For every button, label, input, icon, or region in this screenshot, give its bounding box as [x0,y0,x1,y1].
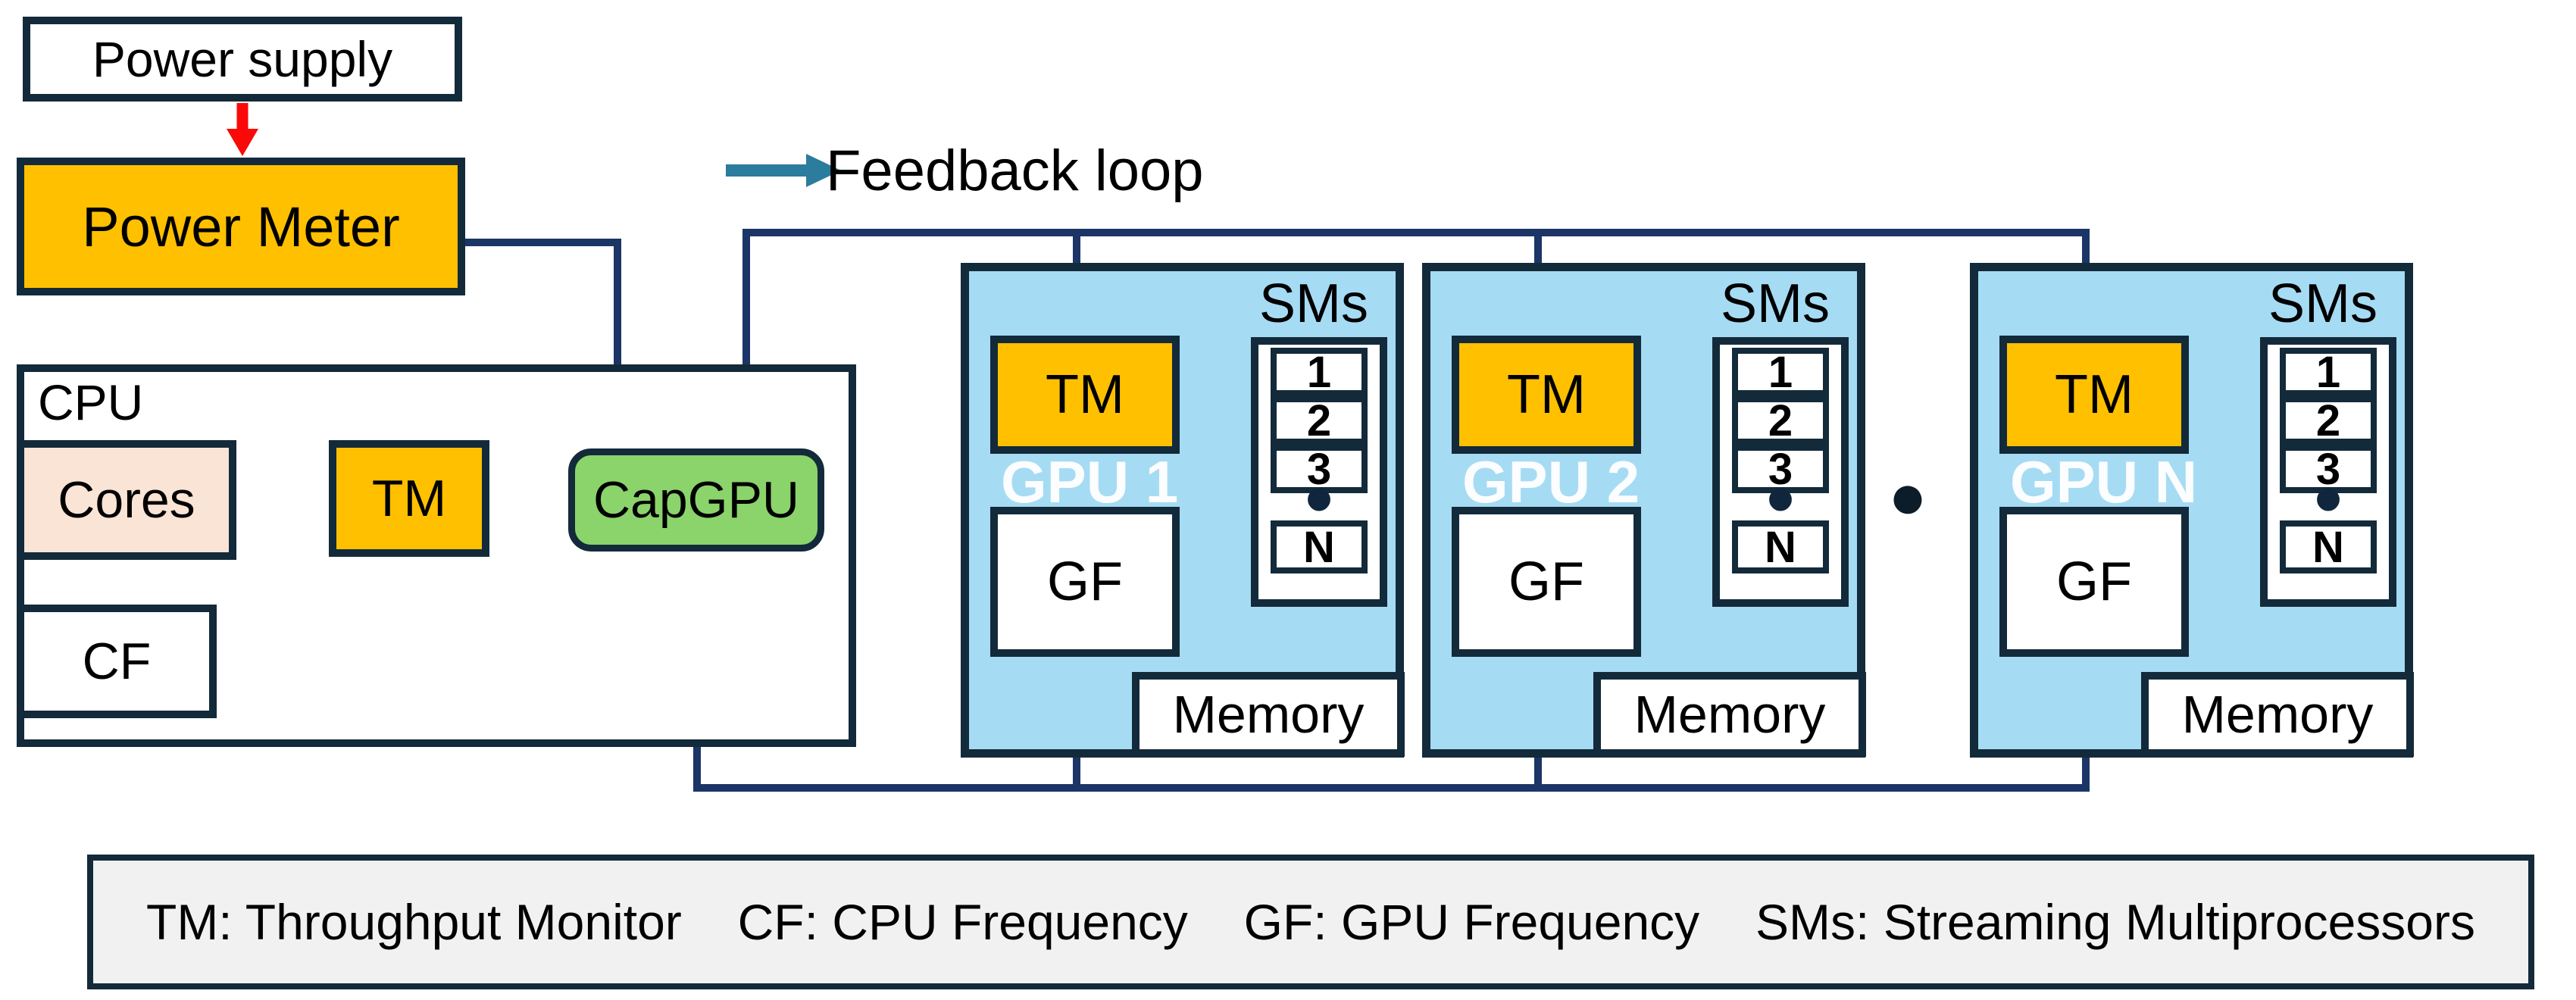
gpu2-gpu-frequency-box: GF [1452,507,1641,657]
gpu2-sms-label: SMs [1721,273,1830,334]
gpun-memory-box: Memory [2141,672,2414,757]
gpu2-sm-unit-2: 2 [1732,396,1829,445]
gpu2-label: GPU 2 [1462,448,1640,515]
gpu1-sm-ellipsis-dot: • [1304,452,1334,545]
cpu-tm-label: TM [371,470,447,527]
gpu-n-box: SMs TM 1 2 3 • N GPU N GF Memory [1970,263,2414,758]
power-meter-label: Power Meter [82,195,400,258]
feedback-top-line [732,229,2090,448]
capgpu-box: CapGPU [568,448,824,552]
gpun-sm-unit-n: N [2280,520,2377,573]
gpu2-sm-unit-1: 1 [1732,348,1829,397]
gpu1-sms-label: SMs [1259,273,1368,334]
gpun-sm-unit-1: 1 [2280,348,2377,397]
gpun-label: GPU N [2010,448,2198,515]
cf-label: CF [82,633,152,690]
cores-box: Cores [17,440,236,560]
gpu1-label: GPU 1 [1001,448,1179,515]
cpu-throughput-monitor-box: TM [329,440,489,557]
gpu2-throughput-monitor-box: TM [1452,336,1641,454]
gpu1-sm-unit-n: N [1271,520,1368,573]
power-supply-box: Power supply [23,17,462,102]
gpu1-sm-unit-2: 2 [1271,396,1368,445]
gpun-sm-unit-3: 3 [2280,445,2377,494]
gpu-ellipsis-dot: ● [1888,459,1927,533]
cores-label: Cores [58,471,195,529]
gpu-1-box: SMs TM 1 2 3 • N GPU 1 GF Memory [961,263,1405,758]
gpu2-sm-unit-n: N [1732,520,1829,573]
power-supply-label: Power supply [92,31,393,87]
gpu1-sm-unit-3: 3 [1271,445,1368,494]
gpu2-memory-box: Memory [1593,672,1866,757]
gpun-sm-unit-2: 2 [2280,396,2377,445]
gpu-2-box: SMs TM 1 2 3 • N GPU 2 GF Memory [1422,263,1866,758]
gpun-throughput-monitor-box: TM [1999,336,2189,454]
feedback-loop-key-arrow [726,154,841,187]
abbreviation-legend: TM: Throughput Monitor CF: CPU Frequency… [87,855,2534,989]
legend-item-sms: SMs: Streaming Multiprocessors [1755,894,2475,950]
power-supply-to-meter-arrow [227,103,258,156]
gpu1-sm-unit-1: 1 [1271,348,1368,397]
gpun-sms-label: SMs [2268,273,2377,334]
capgpu-label: CapGPU [592,471,800,529]
gpun-gpu-frequency-box: GF [1999,507,2189,657]
legend-item-cf: CF: CPU Frequency [737,894,1188,950]
gpu2-sm-ellipsis-dot: • [1765,452,1796,545]
feedback-loop-key-label: Feedback loop [826,138,1204,203]
gpu2-sm-unit-3: 3 [1732,445,1829,494]
gpu1-gpu-frequency-box: GF [990,507,1180,657]
gpu1-throughput-monitor-box: TM [990,336,1180,454]
cpu-label: CPU [38,374,144,430]
legend-item-tm: TM: Throughput Monitor [146,894,682,950]
cpu-frequency-box: CF [17,605,217,718]
power-meter-box: Power Meter [17,158,465,295]
gpun-sm-ellipsis-dot: • [2313,452,2343,545]
gpu1-memory-box: Memory [1132,672,1405,757]
legend-item-gf: GF: GPU Frequency [1243,894,1700,950]
